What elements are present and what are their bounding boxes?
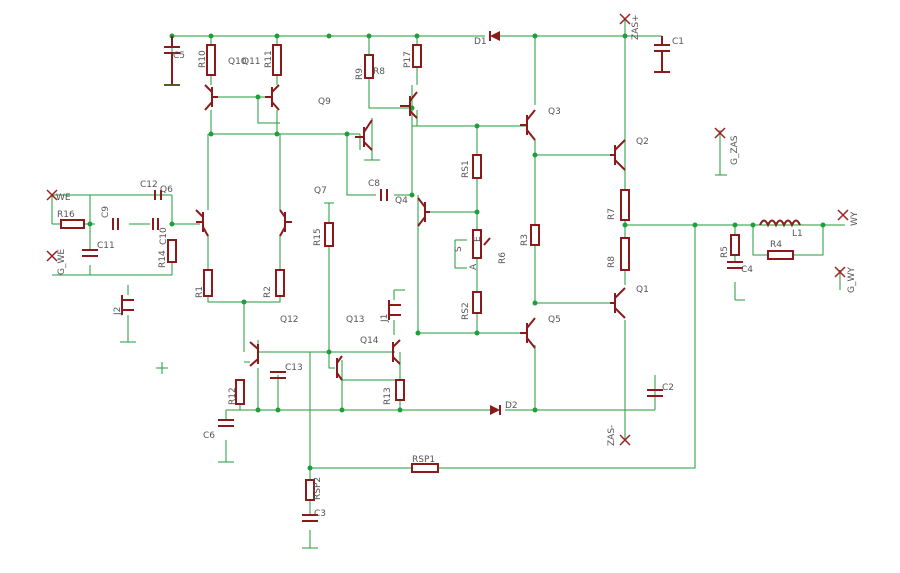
label-g-we: G_WE: [57, 249, 67, 275]
label-q1: Q1: [636, 285, 649, 295]
label-r12: R12: [228, 387, 238, 405]
junctions: [87, 33, 826, 471]
label-l1: L1: [792, 229, 803, 239]
label-we: WE: [56, 193, 71, 203]
resistors: [60, 44, 794, 501]
label-r15: R15: [313, 228, 323, 246]
label-r7: R7: [607, 208, 617, 220]
label-q12: Q12: [280, 315, 299, 325]
label-q9: Q9: [318, 97, 331, 107]
label-c6: C6: [203, 431, 215, 441]
label-c5: C5: [173, 51, 185, 61]
label-r11: R11: [264, 50, 274, 68]
label-q2: Q2: [636, 137, 649, 147]
label-c11: C11: [97, 241, 115, 251]
adjusters: [121, 237, 491, 320]
label-q11: Q11: [242, 57, 261, 67]
label-q5: Q5: [548, 315, 561, 325]
inductor-l1: [759, 219, 801, 228]
label-a: A: [469, 263, 479, 270]
label-q4: Q4: [395, 196, 408, 206]
label-c13: C13: [285, 363, 303, 373]
label-q6: Q6: [160, 185, 173, 195]
label-c10: C10: [159, 227, 169, 245]
transistors: [195, 84, 626, 381]
label-q14: Q14: [360, 336, 379, 346]
label-wy: WY: [850, 211, 860, 226]
capacitors: [82, 36, 743, 522]
label-c2: C2: [662, 383, 674, 393]
wires: [51, 20, 845, 548]
label-j1: J1: [380, 314, 390, 323]
label-r10: R10: [198, 50, 208, 68]
label-c12: C12: [140, 180, 158, 190]
label-r1: R1: [195, 286, 205, 298]
label-d2: D2: [505, 401, 518, 411]
label-r8: R8: [373, 67, 385, 77]
label-c1: C1: [672, 37, 684, 47]
label-r8-out: R8: [607, 256, 617, 268]
label-r3: R3: [520, 234, 530, 246]
label-g-zas: G_ZAS: [730, 135, 740, 165]
label-r4: R4: [770, 240, 782, 250]
label-q7: Q7: [314, 186, 327, 196]
label-rs1: RS1: [461, 160, 471, 178]
label-g-wy: G_WY: [847, 267, 857, 293]
label-r13: R13: [383, 387, 393, 405]
label-s: S: [454, 246, 464, 252]
label-zas-plus: ZAS+: [631, 14, 641, 40]
terminals: [46, 13, 849, 549]
label-rsp2: RSP2: [313, 477, 323, 500]
label-r5: R5: [720, 246, 730, 258]
label-j2: J2: [113, 307, 123, 316]
label-d1: D1: [474, 37, 487, 47]
label-p17: P17: [403, 51, 413, 68]
label-r16: R16: [57, 210, 75, 220]
label-rs2: RS2: [461, 302, 471, 320]
label-r6: R6: [498, 252, 508, 264]
label-c8: C8: [368, 179, 380, 189]
label-q10: Q10: [228, 57, 247, 67]
labels: C5 R10 Q10 Q11 R11 R9 R8 P17 D1 ZAS+ C1 …: [56, 14, 860, 519]
label-c9: C9: [101, 206, 111, 218]
label-r2: R2: [263, 286, 273, 298]
label-c3: C3: [314, 509, 326, 519]
label-r9: R9: [355, 68, 365, 80]
label-q13: Q13: [346, 315, 365, 325]
label-r14: R14: [158, 250, 168, 268]
label-q3: Q3: [548, 107, 561, 117]
label-e: E: [473, 236, 483, 242]
diodes: [489, 31, 501, 415]
label-zas-minus: ZAS-: [607, 425, 617, 446]
label-rsp1: RSP1: [412, 455, 435, 465]
label-c4: C4: [741, 265, 753, 275]
